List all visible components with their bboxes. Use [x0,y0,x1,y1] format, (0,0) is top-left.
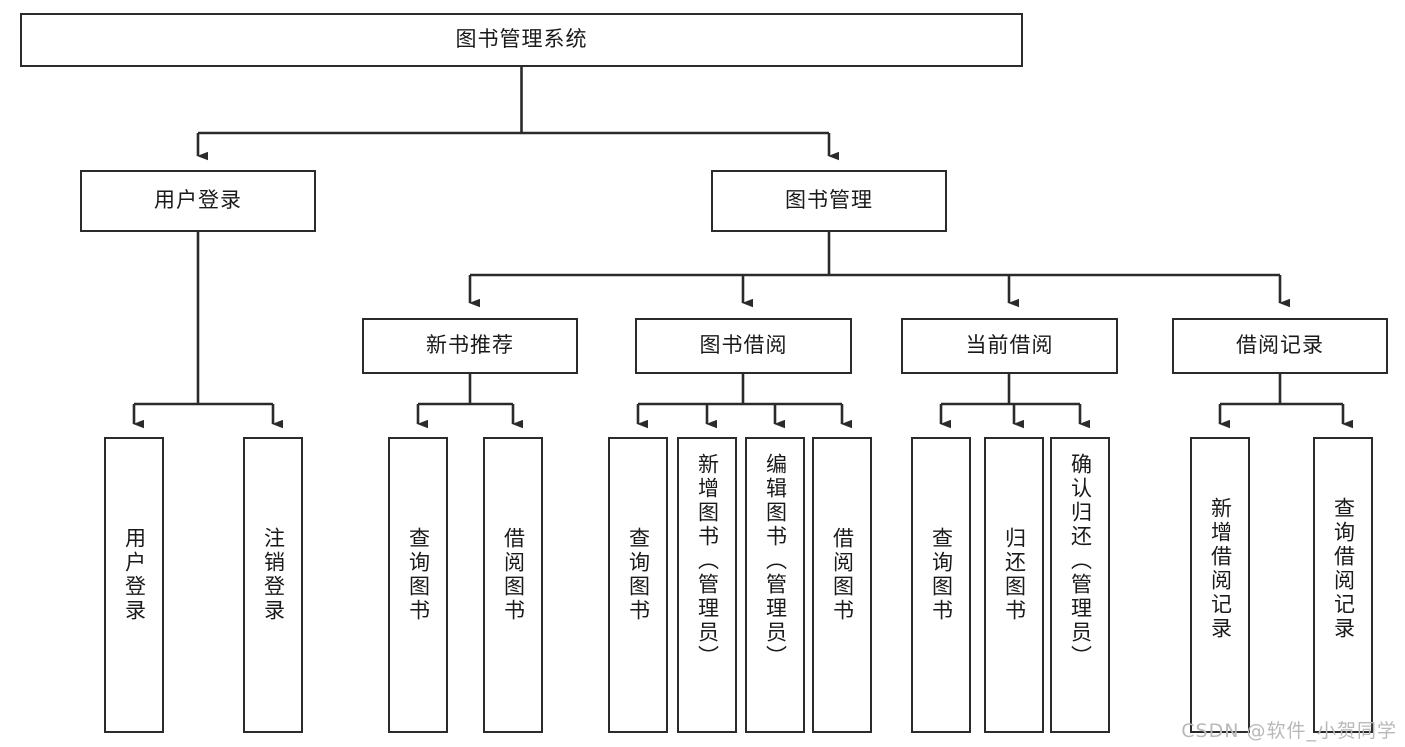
leaf-query-book-borrow[interactable]: 查询图书 [608,437,668,733]
leaf-borrow-book-label: 借阅图书 [830,527,855,623]
leaf-user-login[interactable]: 用户登录 [104,437,164,733]
leaf-query-book-recommend[interactable]: 查询图书 [388,437,448,733]
leaf-add-borrow-record[interactable]: 新增借阅记录 [1190,437,1250,733]
node-borrow-record[interactable]: 借阅记录 [1172,318,1388,374]
node-user-login[interactable]: 用户登录 [80,170,316,232]
leaf-user-login-label: 用户登录 [122,527,147,623]
node-book-borrow-label: 图书借阅 [699,333,788,358]
leaf-logout[interactable]: 注销登录 [243,437,303,733]
leaf-query-borrow-record[interactable]: 查询借阅记录 [1313,437,1373,733]
node-book-management-label: 图书管理 [785,188,873,213]
leaf-query-book-current-label: 查询图书 [929,527,954,623]
leaf-add-borrow-record-label: 新增借阅记录 [1208,497,1233,641]
node-borrow-record-label: 借阅记录 [1236,333,1324,358]
leaf-edit-book-admin-label: 编辑图书（管理员） [763,453,788,669]
node-root[interactable]: 图书管理系统 [20,13,1023,67]
leaf-query-book-recommend-label: 查询图书 [406,527,431,623]
leaf-add-book-admin-label: 新增图书（管理员） [695,453,720,669]
leaf-borrow-book-recommend-label: 借阅图书 [501,527,526,623]
leaf-confirm-return-admin[interactable]: 确认归还（管理员） [1050,437,1110,733]
leaf-confirm-return-admin-label: 确认归还（管理员） [1068,453,1093,669]
node-current-borrow-label: 当前借阅 [965,333,1054,358]
leaf-borrow-book-recommend[interactable]: 借阅图书 [483,437,543,733]
leaf-add-book-admin[interactable]: 新增图书（管理员） [677,437,737,733]
leaf-query-book-current[interactable]: 查询图书 [911,437,971,733]
node-root-label: 图书管理系统 [455,27,588,52]
leaf-return-book[interactable]: 归还图书 [984,437,1044,733]
node-book-management[interactable]: 图书管理 [711,170,947,232]
leaf-borrow-book[interactable]: 借阅图书 [812,437,872,733]
leaf-return-book-label: 归还图书 [1002,527,1027,623]
leaf-edit-book-admin[interactable]: 编辑图书（管理员） [745,437,805,733]
node-new-book-recommend-label: 新书推荐 [426,333,514,358]
watermark: CSDN @软件_小贺同学 [1181,720,1397,742]
node-new-book-recommend[interactable]: 新书推荐 [362,318,578,374]
node-user-login-label: 用户登录 [154,188,242,213]
node-book-borrow[interactable]: 图书借阅 [635,318,852,374]
leaf-logout-label: 注销登录 [261,527,286,623]
node-current-borrow[interactable]: 当前借阅 [901,318,1118,374]
leaf-query-book-borrow-label: 查询图书 [626,527,651,623]
leaf-query-borrow-record-label: 查询借阅记录 [1331,497,1356,641]
